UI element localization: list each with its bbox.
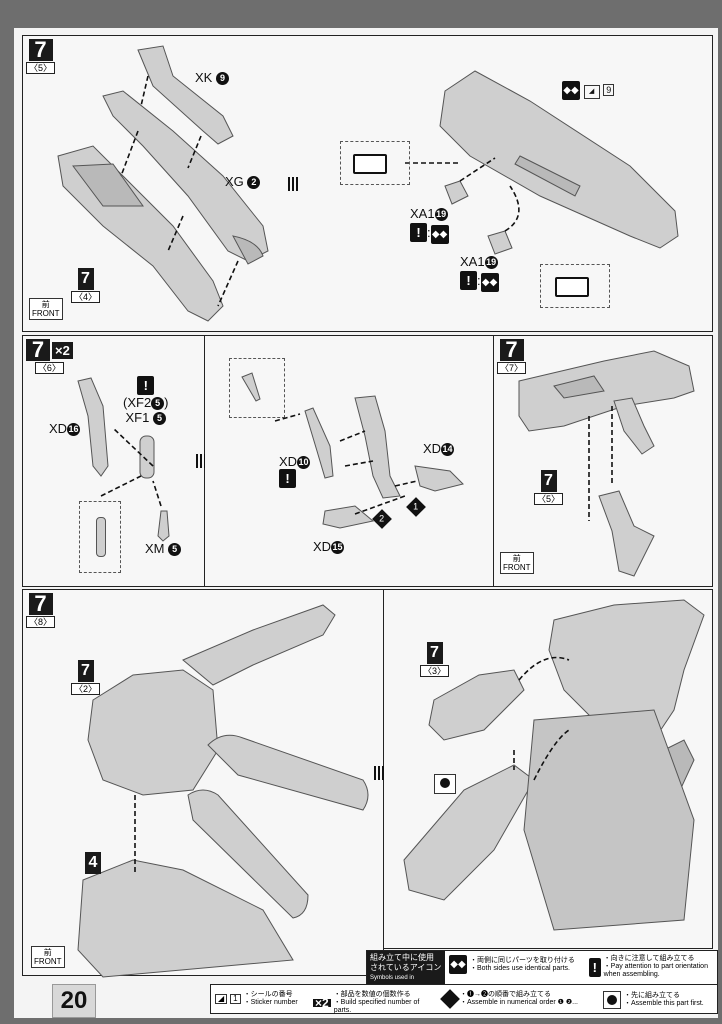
- legend-assemble-first: ・先に組み立てる・Assemble this part first.: [603, 991, 715, 1009]
- label-xd10: XD10 !: [279, 454, 311, 489]
- legend-multiple: ×2 ・部品を数値の個数作る・Build specified number of…: [313, 991, 420, 1014]
- order-marker-2: 2: [372, 509, 392, 529]
- legend-both-sides: ◆◆ ・両側に同じパーツを取り付ける・Both sides use identi…: [449, 955, 579, 974]
- label-xa1-bottom: XA119 !:◆◆: [460, 254, 499, 293]
- ref-step-4: 4: [85, 852, 101, 874]
- sticker-callout-bottom: [540, 264, 610, 308]
- page-number: 20: [52, 984, 96, 1018]
- ref-step: 7 〈4〉: [71, 268, 101, 303]
- step-badge: 7 〈5〉: [26, 39, 56, 74]
- ref-step-3: 7 〈3〉: [420, 642, 450, 677]
- parts-drawing: [518, 350, 695, 577]
- step-sub: 〈5〉: [26, 62, 56, 74]
- step-badge: 7 〈8〉: [26, 593, 56, 628]
- parts-drawing: [77, 377, 170, 542]
- legend-sticker: ◢1 ・シールの番号・Sticker number: [215, 991, 307, 1007]
- parts-drawing: [57, 45, 269, 322]
- step-number: 7: [28, 39, 53, 61]
- label-xd14: XD14: [423, 441, 455, 457]
- part-callout: [229, 358, 285, 418]
- label-xk: XK 9: [195, 70, 229, 86]
- icon-legend: 組み立て中に使用 されているアイコン Symbols used in instr…: [366, 950, 718, 991]
- parts-drawing: [405, 70, 679, 255]
- step-badge: 7 〈7〉: [497, 339, 527, 374]
- label-xd15: XD15: [313, 539, 345, 555]
- parts-drawing: [403, 599, 705, 931]
- sticker-ref: ◆◆ ◢ 9: [562, 81, 615, 100]
- legend-orientation: ! ・向きに注意して組み立てる・Pay attention to part or…: [589, 955, 715, 979]
- sticker-callout-top: [340, 141, 410, 185]
- next-arrow-stem: [374, 766, 384, 780]
- panel-step-7-5-result: ◆◆ ◢ 9 XA119 !:◆◆ XA119 !:◆◆: [300, 35, 713, 332]
- step-badge: 7 ×2 〈6〉: [26, 339, 73, 374]
- icon-legend-row-2: ◢1 ・シールの番号・Sticker number ×2 ・部品を数値の個数作る…: [210, 984, 718, 1014]
- label-xg: XG 2: [225, 174, 261, 190]
- label-xm: XM 5: [145, 541, 182, 557]
- legend-order: ・❶→❷の順番で組み立てる・Assemble in numerical orde…: [440, 989, 593, 1009]
- ref-step-2: 7 〈2〉: [71, 660, 101, 695]
- order-marker-1: 1: [406, 497, 426, 517]
- assemble-first-icon: [434, 774, 456, 794]
- next-arrow-stem: [288, 177, 298, 191]
- panel-step-7-6-assembly: XD10 ! XD14 XD15 2 1: [205, 335, 495, 587]
- part-callout: [79, 501, 121, 573]
- ref-step: 7 〈5〉: [534, 470, 564, 505]
- label-xd16: XD16: [49, 421, 81, 437]
- parts-drawing: [274, 395, 464, 529]
- parts-drawing: [77, 604, 369, 978]
- panel-step-7-8-result: 7 〈3〉: [384, 589, 713, 949]
- label-xa1-top: XA119 !:◆◆: [410, 206, 449, 245]
- legend-title: 組み立て中に使用 されているアイコン Symbols used in instr…: [367, 951, 445, 991]
- next-arrow-stem: [196, 454, 206, 468]
